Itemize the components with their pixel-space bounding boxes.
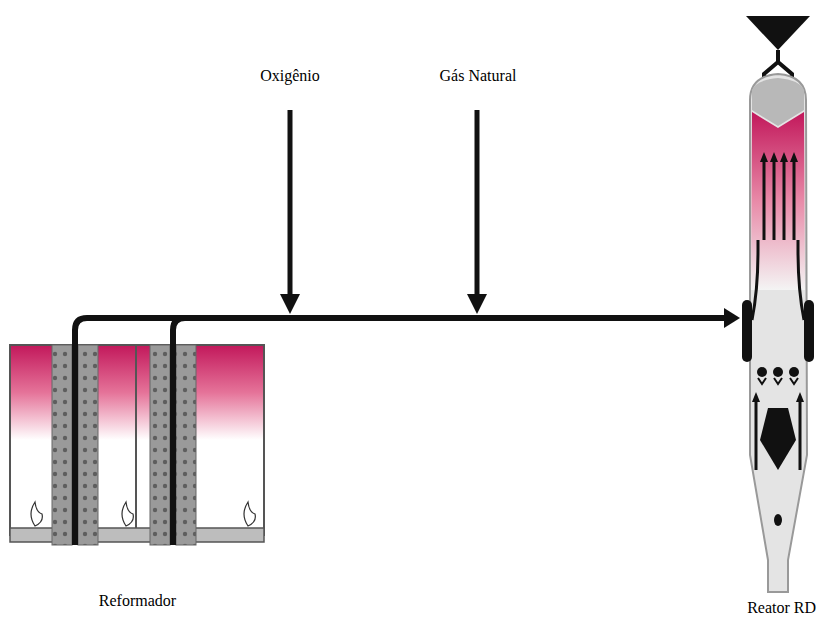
gas-inlet bbox=[742, 300, 752, 362]
cooling-nozzle bbox=[773, 367, 783, 377]
cooling-nozzle bbox=[757, 367, 767, 377]
arrow-head bbox=[770, 152, 778, 162]
feed-line bbox=[288, 110, 293, 296]
flow-line bbox=[783, 160, 786, 240]
feed-label: Gás Natural bbox=[440, 66, 517, 85]
gas-flow bbox=[752, 160, 804, 320]
reactor-vessel bbox=[742, 16, 814, 592]
burden-distributor bbox=[760, 408, 796, 470]
flow-line bbox=[798, 240, 804, 320]
flow-line bbox=[773, 160, 776, 240]
cooling-nozzle bbox=[758, 378, 798, 384]
gas-inlet bbox=[804, 300, 814, 362]
arrow-head bbox=[796, 392, 804, 402]
arrow-head bbox=[724, 308, 740, 328]
flow-heads bbox=[760, 152, 798, 162]
arrow-head bbox=[280, 294, 300, 314]
pipe bbox=[173, 318, 200, 545]
arrow-head bbox=[790, 152, 798, 162]
feed-hopper bbox=[746, 16, 810, 50]
feed-line bbox=[475, 110, 480, 296]
pipe-line bbox=[75, 318, 726, 340]
furnace-base bbox=[10, 528, 264, 542]
flow-line bbox=[763, 160, 766, 240]
pipe bbox=[72, 338, 78, 545]
catalyst-tube bbox=[78, 345, 98, 545]
catalyst-tube bbox=[52, 345, 72, 545]
arrow-head bbox=[760, 152, 768, 162]
reformer-node: Reformador bbox=[5, 340, 270, 610]
arrow-head bbox=[752, 392, 760, 402]
hopper-cone bbox=[752, 78, 804, 126]
discharge-port bbox=[774, 514, 782, 526]
arrow-head bbox=[780, 152, 788, 162]
feed-arrow bbox=[280, 110, 487, 314]
feed-label: Oxigênio bbox=[260, 66, 320, 85]
node-label: Reator RD bbox=[747, 598, 816, 617]
arrow-head bbox=[467, 294, 487, 314]
vessel-body bbox=[750, 74, 807, 592]
flow-line bbox=[793, 160, 796, 240]
flow-line bbox=[756, 400, 800, 470]
flow-line bbox=[752, 240, 758, 320]
node-label: Reformador bbox=[99, 591, 176, 610]
catalyst-tube bbox=[176, 345, 196, 545]
burner-flame bbox=[122, 502, 133, 526]
burner-flame bbox=[31, 502, 42, 526]
process-pipe bbox=[75, 308, 740, 340]
reactor-node: Reator RD bbox=[738, 10, 818, 617]
burner-flame bbox=[244, 502, 255, 526]
reformer-furnace bbox=[10, 318, 264, 545]
cooling-nozzle bbox=[789, 367, 799, 377]
catalyst-tube bbox=[150, 345, 170, 545]
